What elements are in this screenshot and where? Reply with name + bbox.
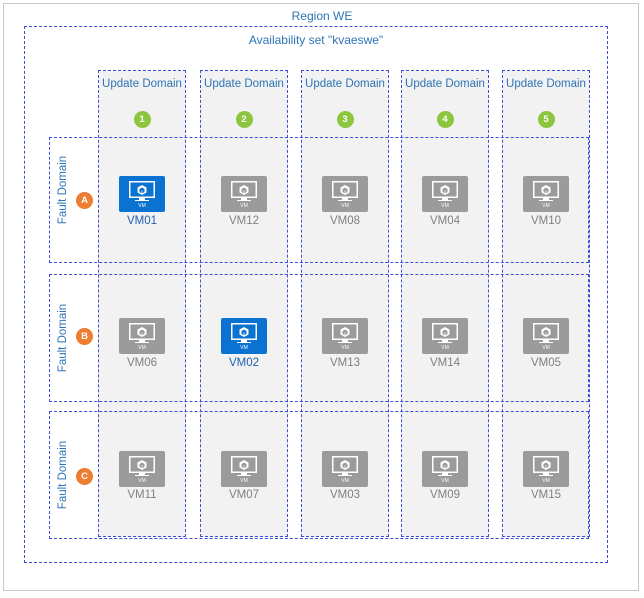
fault-domain-letter-badge: C [76, 468, 93, 485]
update-domain-label: Update Domain [102, 78, 182, 90]
vm-icon-text: VM [542, 345, 550, 351]
vm-name-label: VM12 [228, 215, 260, 227]
vm-name-label: VM06 [126, 357, 158, 369]
vm-name-label: VM07 [228, 489, 260, 501]
region-label: Region WE [291, 9, 353, 23]
update-domain-number-badge: 3 [336, 111, 354, 128]
virtual-machine-icon[interactable]: VM [322, 176, 368, 212]
virtual-machine-icon[interactable]: VM [221, 318, 267, 354]
vm-name-label: VM13 [329, 357, 361, 369]
vm-name-label: VM10 [530, 215, 562, 227]
fault-domain-letter-badge: B [76, 328, 93, 345]
vm-name-label: VM14 [429, 357, 461, 369]
virtual-machine-icon[interactable]: VM [221, 176, 267, 212]
vm-icon-text: VM [441, 203, 449, 209]
update-domain-number-badge: 4 [436, 111, 454, 128]
virtual-machine-icon[interactable]: VM [422, 318, 468, 354]
update-domain-label: Update Domain [506, 78, 586, 90]
fault-domain-letter-badge: A [76, 192, 93, 209]
availability-set-container [24, 26, 608, 563]
virtual-machine-icon[interactable]: VM [422, 451, 468, 487]
vm-icon-text: VM [138, 345, 146, 351]
update-domain-label: Update Domain [204, 78, 284, 90]
vm-icon-text: VM [341, 478, 349, 484]
update-domain-number-badge: 2 [235, 111, 253, 128]
fault-domain-row [49, 411, 589, 539]
availability-set-label: Availability set "kvaeswe" [248, 33, 384, 47]
fault-domain-label-wrapper: Fault Domain [49, 150, 77, 230]
update-domain-label: Update Domain [305, 78, 385, 90]
vm-icon-text: VM [341, 345, 349, 351]
update-domain-number-badge: 5 [537, 111, 555, 128]
vm-icon-text: VM [240, 203, 248, 209]
virtual-machine-icon[interactable]: VM [119, 451, 165, 487]
vm-icon-text: VM [341, 203, 349, 209]
fault-domain-row [49, 137, 589, 263]
fault-domain-label-wrapper: Fault Domain [49, 435, 77, 515]
fault-domain-label: Fault Domain [57, 155, 70, 225]
virtual-machine-icon[interactable]: VM [322, 318, 368, 354]
vm-icon-text: VM [138, 478, 146, 484]
vm-icon-text: VM [240, 478, 248, 484]
virtual-machine-icon[interactable]: VM [221, 451, 267, 487]
virtual-machine-icon[interactable]: VM [422, 176, 468, 212]
virtual-machine-icon[interactable]: VM [523, 318, 569, 354]
vm-name-label: VM05 [530, 357, 562, 369]
vm-icon-text: VM [542, 478, 550, 484]
vm-name-label: VM04 [429, 215, 461, 227]
virtual-machine-icon[interactable]: VM [523, 451, 569, 487]
virtual-machine-icon[interactable]: VM [119, 318, 165, 354]
vm-icon-text: VM [542, 203, 550, 209]
virtual-machine-icon[interactable]: VM [523, 176, 569, 212]
vm-icon-text: VM [240, 345, 248, 351]
virtual-machine-icon[interactable]: VM [322, 451, 368, 487]
vm-name-label: VM15 [530, 489, 562, 501]
update-domain-label: Update Domain [405, 78, 485, 90]
vm-icon-text: VM [441, 345, 449, 351]
fault-domain-row [49, 274, 589, 402]
vm-name-label: VM01 [126, 215, 158, 227]
update-domain-number-badge: 1 [133, 111, 151, 128]
fault-domain-label: Fault Domain [57, 440, 70, 510]
vm-name-label: VM03 [329, 489, 361, 501]
fault-domain-label: Fault Domain [57, 303, 70, 373]
vm-icon-text: VM [138, 203, 146, 209]
vm-name-label: VM11 [127, 489, 157, 501]
vm-name-label: VM09 [429, 489, 461, 501]
fault-domain-label-wrapper: Fault Domain [49, 298, 77, 378]
vm-name-label: VM02 [228, 357, 260, 369]
vm-name-label: VM08 [329, 215, 361, 227]
vm-icon-text: VM [441, 478, 449, 484]
virtual-machine-icon[interactable]: VM [119, 176, 165, 212]
